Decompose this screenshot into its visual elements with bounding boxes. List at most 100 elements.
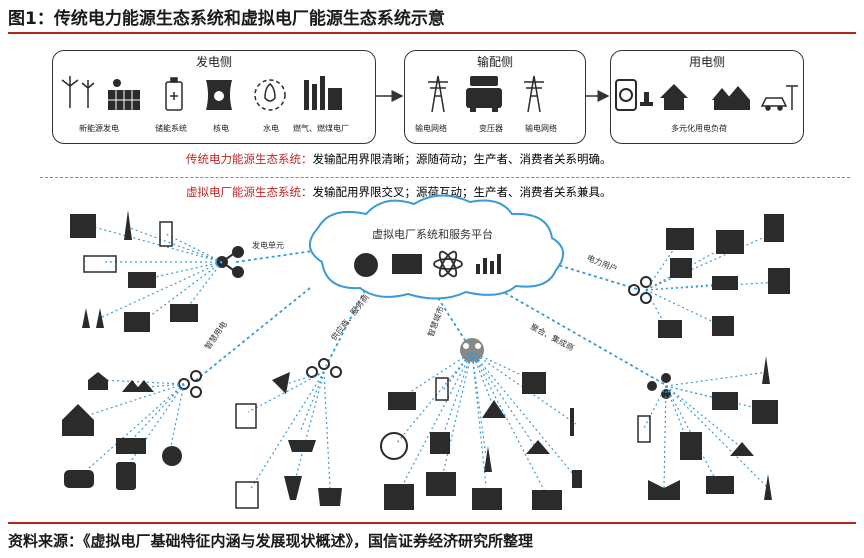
office-icon	[768, 268, 790, 294]
battery-icon-v	[159, 221, 173, 247]
solar-city-icon	[388, 392, 416, 410]
presenter-icon	[284, 476, 302, 500]
factory-icon	[70, 214, 96, 238]
transformer-icon	[466, 76, 502, 112]
meeting-icon	[288, 440, 316, 452]
block-icon	[712, 316, 734, 336]
office-tower-icon	[384, 484, 414, 510]
consumption-panel-title: 用电侧	[688, 55, 725, 69]
network-links	[195, 249, 665, 385]
source-note: 资料来源：《虚拟电厂基础特征内涵与发展现状概述》，国信证券经济研究所整理	[8, 532, 534, 550]
city-icons	[380, 372, 582, 510]
bar-chart-icon	[476, 254, 501, 274]
virtual-caption: 虚拟电厂能源生态系统：发输配用界限交叉；源荷互动；生产者、消费者关系兼具。	[186, 184, 612, 200]
generation-item-hydro: 水电	[263, 124, 279, 133]
generation-cluster-icons	[70, 210, 198, 332]
eco-factory-icon	[648, 480, 680, 500]
user-hub-icon	[628, 276, 652, 304]
virtual-caption-prefix: 虚拟电厂能源生态系统：	[186, 185, 313, 199]
apartment-icon	[716, 230, 744, 254]
lamp-icon	[572, 470, 582, 488]
platform-label: 虚拟电厂系统和服务平台	[372, 228, 493, 241]
supplier-icons	[235, 372, 342, 509]
technician-icon	[272, 372, 290, 394]
battery-city-icon	[435, 377, 449, 401]
generation-item-thermal: 燃气、燃煤电厂	[293, 124, 349, 133]
transmission-tower-icon-right	[524, 75, 544, 113]
charger-car-icon	[116, 438, 146, 454]
solar-panel-icon	[108, 79, 140, 110]
transmission-item-grid-2: 输电网络	[525, 124, 557, 133]
battery-agg-icon	[637, 415, 651, 443]
consumption-item-loads: 多元化用电负荷	[671, 124, 727, 133]
wind-agg-icon	[762, 356, 770, 384]
thermal-plant-icon	[304, 76, 342, 110]
monitor-icon	[392, 254, 422, 274]
charging-station-icon	[760, 85, 798, 111]
generation-item-storage: 储能系统	[155, 124, 187, 133]
report-icon	[235, 403, 257, 429]
ev-station-icon	[430, 432, 450, 454]
streetlight-icon	[570, 408, 574, 436]
solar-panel-icon-v	[128, 272, 156, 288]
bulb-icon	[162, 446, 182, 466]
aggregator-icons	[637, 356, 778, 500]
neighborhood-icon	[712, 86, 750, 110]
checklist-icon	[235, 481, 259, 509]
monitor-agg-icon	[712, 392, 738, 410]
solar-array-icon	[170, 304, 198, 322]
building-agg-icon	[752, 400, 778, 424]
car-icon	[712, 276, 738, 290]
solar-agg-icon	[706, 476, 734, 494]
battery-storage-icon	[165, 77, 183, 111]
mall-icon	[472, 488, 502, 510]
phone-charging-icon	[615, 79, 637, 111]
wind-farm-icon	[82, 308, 104, 328]
home-icon	[88, 372, 108, 390]
traditional-caption-prefix: 传统电力能源生态系统：	[186, 152, 313, 166]
platform-icons	[354, 250, 501, 278]
wind-turbine-icon-v	[124, 210, 132, 240]
platform-cloud	[309, 194, 564, 300]
storage-cabinet-icon	[124, 312, 150, 332]
houses-icon	[122, 380, 154, 392]
user-cluster-icons	[658, 214, 790, 338]
generation-panel-title: 发电侧	[195, 55, 232, 69]
house-icon	[658, 320, 682, 338]
smart-power-hub-icon	[178, 370, 202, 398]
title-rule	[8, 32, 856, 34]
atom-icon	[433, 250, 463, 278]
home-load-icon	[660, 84, 688, 110]
building-icon	[666, 228, 694, 250]
bank-icon	[426, 472, 456, 496]
wind-turbine-icon	[61, 76, 95, 108]
battery-bank-icon	[83, 255, 117, 273]
generation-item-nuclear: 核电	[213, 124, 229, 133]
handshake-icon	[318, 488, 342, 506]
tower-icon	[764, 214, 784, 242]
wind-city-icon	[484, 446, 492, 472]
traditional-caption: 传统电力能源生态系统：发输配用界限清晰；源随荷动；生产者、消费者关系明确。	[186, 151, 612, 167]
ev-icon	[64, 470, 94, 488]
section-divider	[40, 177, 850, 178]
house-agg-icon	[730, 442, 754, 456]
turbine-agg-icon	[764, 474, 772, 500]
supplier-spokes	[247, 371, 331, 491]
shop-icon	[670, 258, 692, 278]
school-icon	[526, 440, 550, 454]
fuel-pump-icon	[680, 432, 702, 460]
large-home-icon	[62, 404, 94, 436]
aggregator-spokes	[643, 371, 769, 489]
supplier-hub-icon	[306, 358, 342, 378]
virtual-caption-body: 发输配用界限交叉；源荷互动；生产者、消费者关系兼具。	[312, 185, 612, 199]
hydro-power-icon	[254, 79, 286, 111]
figure-title: 图1：传统电力能源生态系统和虚拟电厂能源生态系统示意	[8, 9, 445, 29]
hospital-icon	[522, 372, 546, 394]
generation-spokes	[89, 225, 223, 323]
transmission-tower-icon-left	[428, 75, 448, 113]
public-building-icon	[482, 400, 506, 418]
transmission-item-grid-1: 输电网络	[415, 124, 447, 133]
ferris-wheel-icon	[380, 432, 408, 460]
phone-icon	[116, 462, 136, 490]
